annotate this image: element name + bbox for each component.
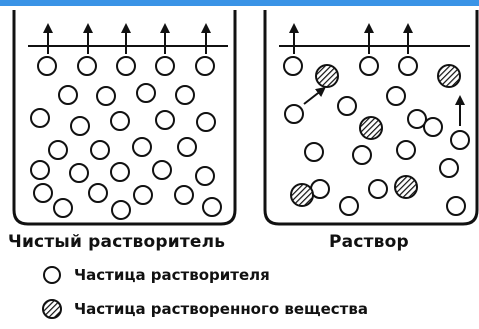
- solvent-particle-icon: [43, 266, 61, 284]
- caption-pure-solvent: Чистый растворитель: [8, 232, 226, 252]
- caption-solution: Раствор: [329, 232, 409, 252]
- solvent-particles-left: [30, 56, 222, 220]
- solvent-particles-right: [283, 56, 470, 216]
- beaker-left-outline: [12, 10, 237, 226]
- beaker-pure-solvent: [12, 10, 237, 226]
- legend-label-solute: Частица растворенного вещества: [74, 300, 368, 318]
- solute-particles-right: [290, 64, 461, 207]
- escape-arrows-left: [43, 23, 211, 54]
- legend-label-solvent: Частица растворителя: [74, 266, 270, 284]
- legend-item-solute: Частица растворенного вещества: [40, 298, 368, 320]
- beaker-right-outline: [263, 10, 479, 226]
- escape-arrows-right: [289, 23, 465, 126]
- beaker-solution: [263, 10, 479, 226]
- top-accent-bar: [0, 0, 479, 6]
- solute-particle-icon: [42, 299, 62, 319]
- legend-item-solvent: Частица растворителя: [40, 264, 270, 286]
